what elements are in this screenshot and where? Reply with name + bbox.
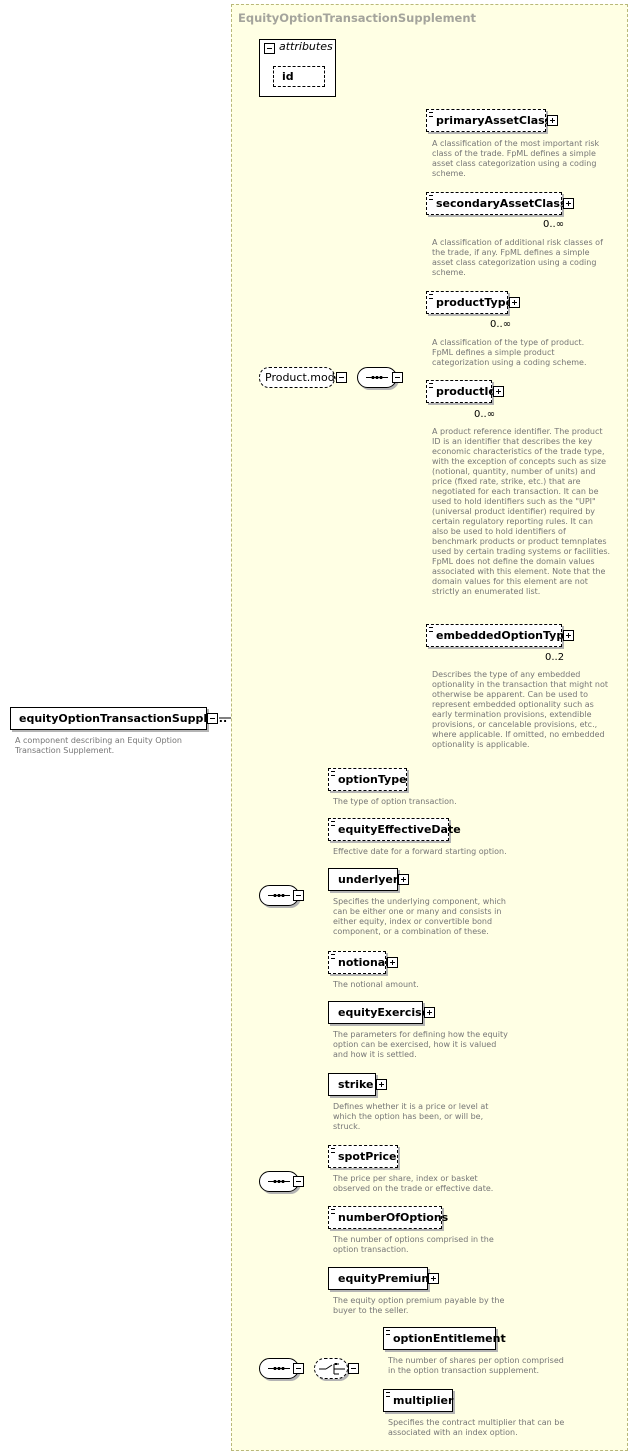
element-description: A classification of the type of product.… (432, 338, 587, 367)
element-description: The equity option premium payable by the… (333, 1296, 505, 1315)
element-equity-premium[interactable]: equityPremium (328, 1267, 433, 1290)
element-spot-price[interactable]: spotPrice (328, 1145, 398, 1168)
element-label: underlyer (338, 873, 399, 886)
element-label: strike (338, 1078, 374, 1091)
element-product-id[interactable]: productId (426, 380, 496, 403)
element-description: The number of options comprised in the o… (333, 1235, 494, 1254)
element-label: secondaryAssetClass (436, 197, 567, 210)
root-description: A component describing an Equity Option … (15, 736, 182, 755)
element-description: A product reference identifier. The prod… (432, 427, 611, 596)
element-description: Defines whether it is a price or level a… (333, 1102, 489, 1131)
element-multiplier[interactable]: multiplier (383, 1389, 453, 1412)
element-equity-effective-date[interactable]: equityEffectiveDate (328, 818, 461, 841)
expand-icon[interactable] (493, 386, 504, 397)
cardinality: 0..∞ (490, 319, 512, 330)
collapse-icon[interactable] (293, 1363, 304, 1374)
collapse-icon[interactable] (336, 372, 347, 383)
element-option-entitlement[interactable]: optionEntitlement (383, 1327, 506, 1350)
cardinality: 0..∞ (543, 219, 565, 230)
element-equity-exercise[interactable]: equityExercise (328, 1001, 429, 1024)
element-label: multiplier (393, 1394, 454, 1407)
expand-icon[interactable] (376, 1079, 387, 1090)
element-label: equityExercise (338, 1006, 430, 1019)
expand-icon[interactable] (547, 115, 558, 126)
root-element[interactable]: equityOptionTransactionSupple... (10, 707, 227, 730)
element-label: productType (436, 296, 514, 309)
element-label: productId (436, 385, 497, 398)
expand-icon[interactable] (509, 297, 520, 308)
element-description: The type of option transaction. (333, 797, 457, 806)
element-label: numberOfOptions (338, 1211, 449, 1224)
expand-icon[interactable] (387, 957, 398, 968)
cardinality: 0..2 (545, 652, 565, 663)
element-embedded-option-type[interactable]: embeddedOptionType (426, 624, 572, 647)
choice-compositor (314, 1358, 348, 1379)
element-product-type[interactable]: productType (426, 291, 513, 314)
expand-icon[interactable] (563, 630, 574, 641)
element-description: The parameters for defining how the equi… (333, 1030, 508, 1059)
expand-icon[interactable] (428, 1273, 439, 1284)
product-model-label: Product.model (265, 371, 345, 384)
collapse-icon[interactable] (348, 1363, 359, 1374)
collapse-icon[interactable] (207, 713, 218, 724)
element-number-of-options[interactable]: numberOfOptions (328, 1206, 448, 1229)
element-label: optionType (338, 773, 407, 786)
element-label: equityEffectiveDate (338, 823, 461, 836)
element-primary-asset-class[interactable]: primaryAssetClass (426, 109, 551, 132)
element-label: optionEntitlement (393, 1332, 506, 1345)
collapse-icon[interactable] (293, 890, 304, 901)
product-model-group[interactable]: Product.model (259, 367, 345, 388)
element-description: Specifies the underlying component, whic… (333, 897, 506, 936)
element-secondary-asset-class[interactable]: secondaryAssetClass (426, 192, 567, 215)
collapse-icon[interactable] (264, 43, 275, 54)
element-notional[interactable]: notional (328, 951, 389, 974)
element-option-type[interactable]: optionType (328, 768, 407, 791)
element-label: notional (338, 956, 389, 969)
element-label: primaryAssetClass (436, 114, 552, 127)
expand-icon[interactable] (424, 1007, 435, 1018)
expand-icon[interactable] (398, 874, 409, 885)
attribute-id[interactable]: id (273, 66, 325, 87)
root-element-label: equityOptionTransactionSupple... (19, 712, 228, 725)
element-strike[interactable]: strike (328, 1073, 376, 1096)
element-label: equityPremium (338, 1272, 433, 1285)
element-description: A classification of additional risk clas… (432, 238, 603, 277)
element-label: spotPrice (338, 1150, 397, 1163)
element-description: Describes the type of any embedded optio… (432, 670, 609, 749)
element-description: Specifies the contract multiplier that c… (388, 1418, 565, 1437)
collapse-icon[interactable] (293, 1176, 304, 1187)
choice-icon (319, 1363, 345, 1375)
collapse-icon[interactable] (392, 372, 403, 383)
element-underlyer[interactable]: underlyer (328, 868, 398, 891)
element-description: A classification of the most important r… (432, 139, 600, 178)
element-description: The number of shares per option comprise… (388, 1356, 564, 1375)
attributes-label: attributes (279, 40, 333, 53)
cardinality: 0..∞ (474, 409, 496, 420)
element-label: embeddedOptionType (436, 629, 572, 642)
sequence-compositor (357, 367, 397, 388)
element-description: Effective date for a forward starting op… (333, 847, 507, 856)
element-description: The price per share, index or basket obs… (333, 1174, 494, 1193)
element-description: The notional amount. (333, 980, 419, 989)
expand-icon[interactable] (563, 198, 574, 209)
complex-type-title: EquityOptionTransactionSupplement (238, 11, 477, 25)
